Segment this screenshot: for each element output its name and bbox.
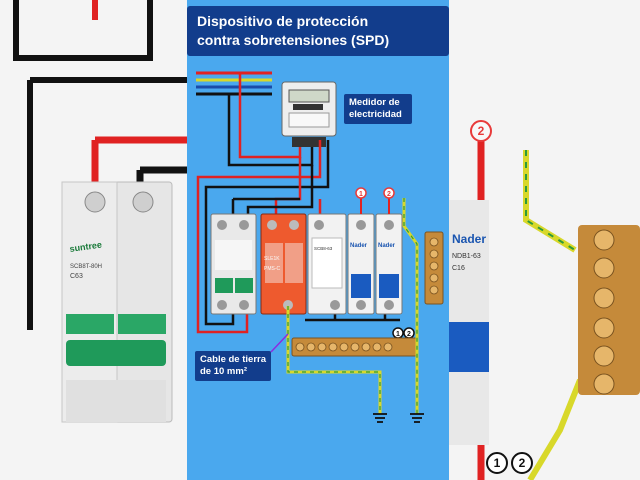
ground-label-line-1: Cable de tierra [200,354,266,365]
marker-1-top: 1 [359,191,363,198]
branch-breaker-2: Nader [375,213,403,315]
nader-logo-right: Nader [452,232,486,246]
right-breaker-rating: C16 [452,265,465,272]
rcd-model-text: SCB8-63 [314,246,333,251]
marker-1-bottom: 1 [494,456,501,470]
branch-breaker-1: Nader [347,213,375,315]
spd-brand-text: SLE1K [264,256,280,262]
rcd-module: SCB8-63 [307,213,347,315]
marker-2-right: 2 [478,124,485,138]
marker-2-top: 2 [387,191,391,198]
right-background-photo: Nader NDB1-63 C16 2 1 2 [449,0,640,480]
incoming-supply-lines [196,71,314,167]
page-title: Dispositivo de protección contra sobrete… [187,6,449,56]
ground-label-line-2: de 10 mm² [200,366,247,377]
marker-2-neutral: 2 [407,331,411,338]
label-pointers [270,333,289,353]
title-line-1: Dispositivo de protección [197,13,369,29]
main-breaker-model: SCB8T-80H [70,264,102,270]
left-background-breaker-photo: suntree SCB8T-80H C63 [0,0,187,480]
title-line-2: contra sobretensiones (SPD) [197,32,390,48]
ground-bus-bar [424,231,444,305]
meter-label: Medidor de electricidad [344,94,412,124]
suntree-logo-text: suntree [69,240,103,254]
neutral-bus-bar [291,337,418,357]
meter-output-wires [196,140,400,334]
main-breaker-rating: C63 [70,273,83,280]
meter-label-line-2: electricidad [349,109,402,120]
surge-protection-device: SLE1K PMS-C [260,213,307,315]
electricity-meter [281,81,337,147]
ground-wires [286,198,419,414]
marker-2-bottom: 2 [519,456,526,470]
right-breaker-model: NDB1-63 [452,253,481,260]
spd-model-text: PMS-C [264,266,281,272]
nader-logo-1: Nader [350,243,368,249]
main-breaker [210,213,257,315]
ground-symbol-icon [373,413,424,423]
meter-label-line-1: Medidor de [349,97,400,108]
nader-logo-2: Nader [378,243,396,249]
ground-cable-label: Cable de tierra de 10 mm² [195,351,271,381]
marker-1-neutral: 1 [396,331,400,338]
